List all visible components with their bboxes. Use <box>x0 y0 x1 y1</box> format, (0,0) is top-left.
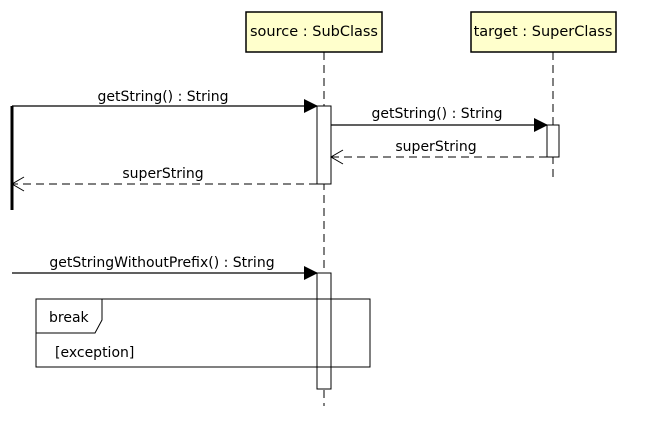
message-label: getStringWithoutPrefix() : String <box>49 255 274 271</box>
message-return-superstring-to-caller[interactable]: superString <box>11 166 317 192</box>
fragment-break[interactable]: break [exception] <box>35 298 371 368</box>
message-label: superString <box>395 139 476 155</box>
activation-target-1 <box>546 124 560 158</box>
fragment-operator-tab <box>35 298 103 334</box>
activation-source-1 <box>316 105 332 185</box>
participant-target[interactable]: target : SuperClass <box>470 11 617 53</box>
message-label: superString <box>122 166 203 182</box>
message-label: getString() : String <box>371 106 502 122</box>
message-getstring-to-source[interactable]: getString() : String <box>12 89 318 113</box>
participant-target-label: target : SuperClass <box>474 24 613 40</box>
fragment-guard: [exception] <box>55 345 134 361</box>
activation-source-2 <box>316 272 332 390</box>
fragment-operator-label: break <box>49 310 90 326</box>
message-label: getString() : String <box>97 89 228 105</box>
message-getstring-to-target[interactable]: getString() : String <box>331 106 548 132</box>
message-return-superstring-to-source[interactable]: superString <box>330 139 547 165</box>
participant-source[interactable]: source : SubClass <box>245 11 383 53</box>
participant-source-label: source : SubClass <box>250 24 378 40</box>
message-getstringwithoutprefix-to-source[interactable]: getStringWithoutPrefix() : String <box>12 255 318 280</box>
